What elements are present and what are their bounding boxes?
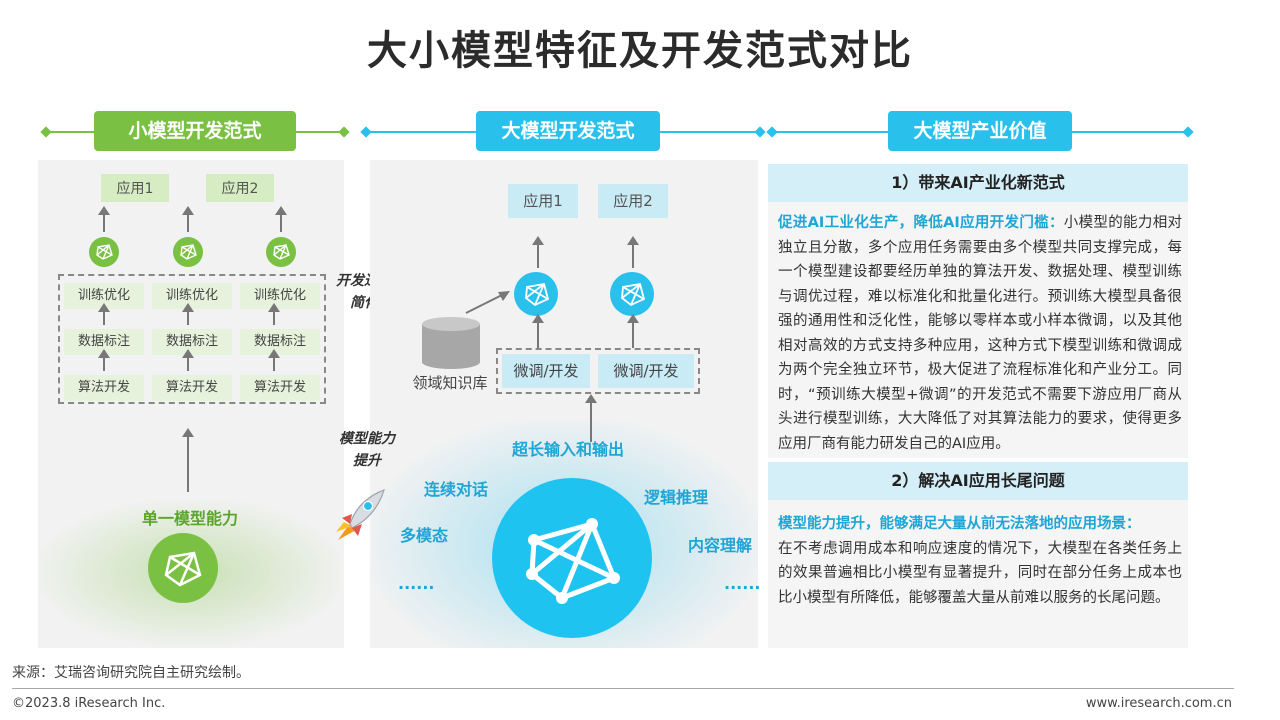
arrow-up [187, 214, 189, 232]
arrow-up [280, 214, 282, 232]
header-dot-right [1182, 126, 1193, 137]
header-dot-right [338, 126, 349, 137]
finetune-cell-1: 微调/开发 [502, 354, 590, 388]
arrow-up [632, 322, 634, 348]
large-model-core-icon [492, 478, 652, 638]
website-url: www.iresearch.com.cn [1086, 696, 1232, 711]
value-section-1-content: 小模型的能力相对独立且分散，多个应用任务需要由多个模型共同支撑完成，每一个模型建… [778, 215, 1182, 452]
arrow-up [103, 214, 105, 232]
arrow-up [187, 357, 189, 371]
copyright: ©2023.8 iResearch Inc. [12, 696, 165, 711]
value-section-1-text: 促进AI工业化生产，降低AI应用开发门槛：小模型的能力相对独立且分散，多个应用任… [778, 211, 1182, 456]
network-icon [610, 272, 654, 316]
arrow-up [187, 311, 189, 325]
feature-multimodal: 多模态 [400, 522, 448, 546]
arrow-up [103, 357, 105, 371]
small-app-1: 应用1 [101, 174, 169, 202]
feature-dialogue: 连续对话 [424, 476, 488, 500]
network-icon [173, 237, 203, 267]
arrow-diagonal [464, 288, 514, 316]
arrow-up [273, 357, 275, 371]
value-section-2-title: 2）解决AI应用长尾问题 [768, 462, 1188, 500]
small-app-2: 应用2 [206, 174, 274, 202]
cell-algo: 算法开发 [240, 375, 320, 401]
database-icon [420, 316, 484, 370]
rocket-icon [330, 486, 388, 544]
knowledge-base-label: 领域知识库 [402, 372, 498, 393]
header-dot-left [766, 126, 777, 137]
network-icon [89, 237, 119, 267]
arrow-up [537, 244, 539, 268]
header-industry-value: 大模型产业价值 [888, 111, 1072, 151]
finetune-cell-2: 微调/开发 [598, 354, 694, 388]
network-icon [514, 272, 558, 316]
header-small-model: 小模型开发范式 [94, 111, 296, 151]
value-section-2-highlight: 模型能力提升，能够满足大量从前无法落地的应用场景： [778, 516, 1141, 532]
arrow-up [273, 311, 275, 325]
header-large-model: 大模型开发范式 [476, 111, 660, 151]
cell-algo: 算法开发 [64, 375, 144, 401]
cell-label: 数据标注 [240, 329, 320, 355]
single-model-icon [148, 533, 218, 603]
header-dot-left [40, 126, 51, 137]
single-model-label: 单一模型能力 [40, 505, 340, 529]
arrow-up [537, 322, 539, 348]
source-note: 来源：艾瑞咨询研究院自主研究绘制。 [12, 662, 250, 682]
feature-more-left: ...... [398, 574, 434, 593]
feature-reasoning: 逻辑推理 [644, 484, 708, 508]
cell-algo: 算法开发 [152, 375, 232, 401]
value-section-2-text: 模型能力提升，能够满足大量从前无法落地的应用场景： 在不考虑调用成本和响应速度的情… [778, 512, 1182, 610]
header-dot-left [360, 126, 371, 137]
feature-more-right: ...... [724, 574, 760, 593]
page-title: 大小模型特征及开发范式对比 [0, 18, 1280, 76]
network-icon [266, 237, 296, 267]
upgrade-label-line1: 模型能力 [330, 428, 404, 450]
value-section-2-content: 在不考虑调用成本和响应速度的情况下，大模型在各类任务上的效果普遍相比小模型有显著… [778, 541, 1182, 606]
value-section-1-title: 1）带来AI产业化新范式 [768, 164, 1188, 202]
large-app-1: 应用1 [508, 184, 578, 218]
upgrade-label-line2: 提升 [330, 450, 404, 472]
upgrade-label: 模型能力 提升 [330, 428, 404, 472]
cell-train: 训练优化 [240, 283, 320, 309]
arrow-up [187, 436, 189, 492]
value-section-1-highlight: 促进AI工业化生产，降低AI应用开发门槛： [778, 215, 1064, 231]
header-dot-right [754, 126, 765, 137]
footer-divider [12, 688, 1234, 689]
feature-understanding: 内容理解 [688, 532, 752, 556]
arrow-up [632, 244, 634, 268]
feature-long-io: 超长输入和输出 [512, 436, 624, 460]
arrow-up [103, 311, 105, 325]
large-app-2: 应用2 [598, 184, 668, 218]
